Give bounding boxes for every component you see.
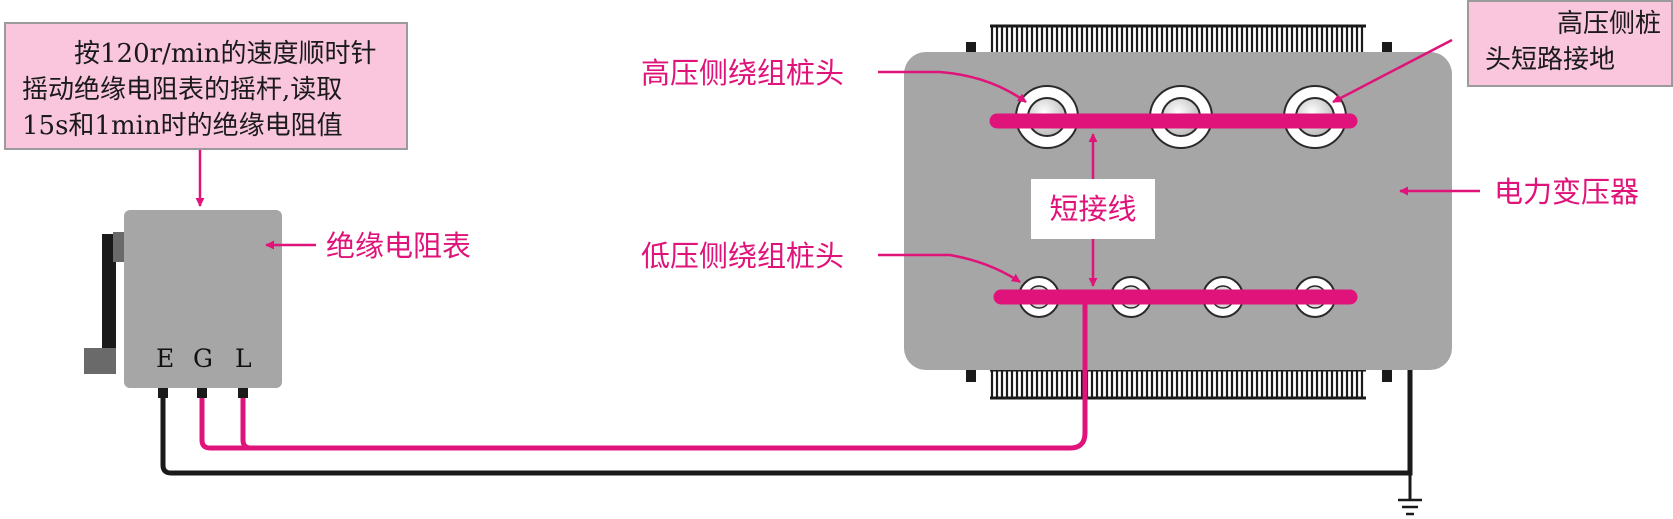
line-wire: [240, 398, 252, 451]
megger-body: [124, 210, 282, 388]
terminal-g-label: G: [193, 344, 213, 373]
hv-grounding-note: 高压侧桩 头短路接地: [1467, 0, 1673, 87]
transformer-label: 电力变压器: [1494, 175, 1640, 209]
megger-label: 绝缘电阻表: [326, 229, 472, 263]
lv-terminal-arrow: [878, 253, 1021, 284]
top-cooling-fins: [990, 24, 1366, 56]
instruction-line-1: 按120r/min的速度顺时针: [74, 39, 377, 69]
megger-crank-grip: [84, 348, 116, 374]
instruction-note: 按120r/min的速度顺时针 摇动绝缘电阻表的摇杆,读取 15s和1min时的…: [4, 22, 408, 150]
guard-wire: [199, 300, 1088, 451]
terminal-e-label: E: [156, 344, 175, 373]
lv-terminal-label: 低压侧绕组桩头: [641, 239, 845, 273]
megger-crank-handle: [102, 234, 116, 364]
megger-crank-knob: [113, 232, 125, 262]
terminal-stub-g: [197, 388, 207, 398]
terminal-stub-l: [238, 388, 248, 398]
hv-grounding-arrow: [1332, 38, 1453, 104]
short-wire-label: 短接线: [1031, 179, 1155, 239]
terminal-l-label: L: [235, 344, 252, 373]
instruction-line-3: 15s和1min时的绝缘电阻值: [22, 111, 343, 141]
transformer-tab: [1382, 42, 1392, 56]
instruction-line-2: 摇动绝缘电阻表的摇杆,读取: [22, 75, 343, 105]
hv-grounding-line-2: 头短路接地: [1485, 45, 1616, 75]
terminal-stub-e: [158, 388, 168, 398]
hv-grounding-line-1: 高压侧桩: [1557, 9, 1662, 39]
ground-wire: [160, 370, 1413, 476]
ground-symbol: [1398, 498, 1422, 516]
transformer-tab: [1382, 368, 1392, 382]
bottom-cooling-fins: [990, 368, 1366, 400]
transformer-tab: [966, 42, 976, 56]
hv-terminal-label: 高压侧绕组桩头: [641, 56, 845, 90]
transformer-tab: [966, 368, 976, 382]
hv-terminal-arrow: [878, 70, 1027, 104]
